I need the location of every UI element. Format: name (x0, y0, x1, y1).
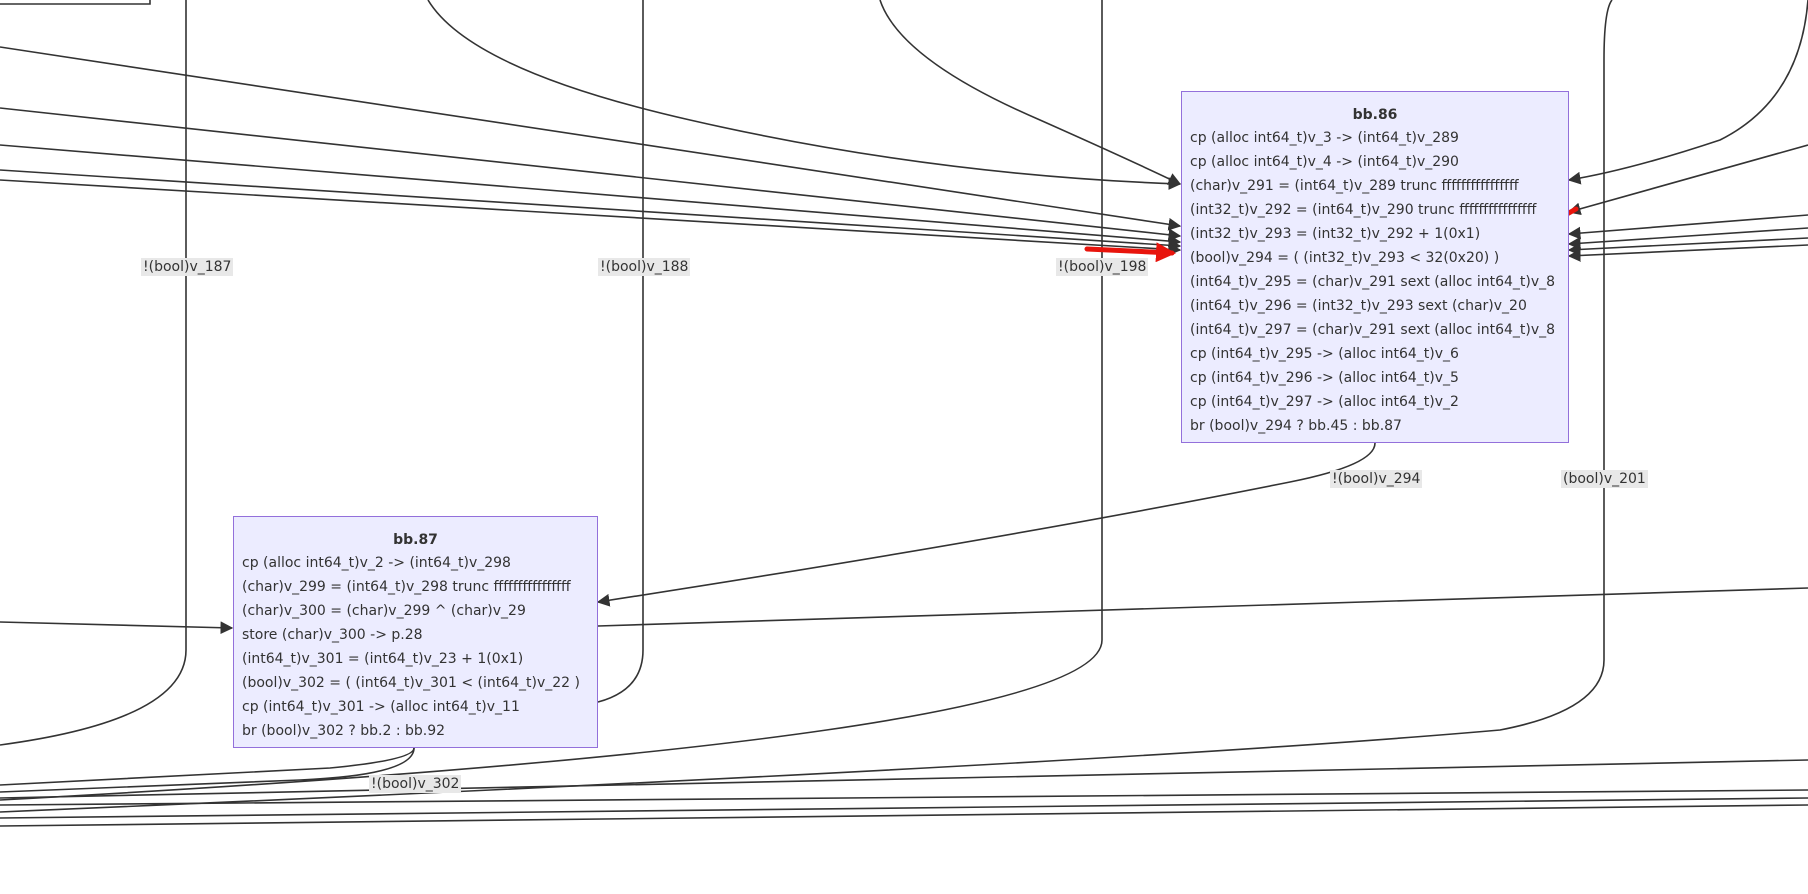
edge-bottom-1 (0, 759, 1808, 799)
node-line: br (bool)v_302 ? bb.2 : bb.92 (242, 723, 446, 739)
edge-left-5 (0, 179, 1182, 256)
edge-right-1 (1567, 144, 1808, 216)
annotation-arrow-left (1084, 242, 1176, 263)
node-line: (bool)v_302 = ( (int64_t)v_301 < (int64_… (242, 675, 580, 691)
node-line: store (char)v_300 -> p.28 (242, 627, 423, 643)
edge-bb87-right (597, 587, 1808, 627)
node-line: cp (alloc int64_t)v_4 -> (int64_t)v_290 (1190, 154, 1459, 170)
edge-v198 (0, 0, 1103, 801)
edge-top-curve-1 (427, 0, 1182, 190)
node-line: (int64_t)v_296 = (int32_t)v_293 sext (ch… (1190, 298, 1527, 314)
edge-left-4 (0, 169, 1182, 252)
node-line: (char)v_300 = (char)v_299 ^ (char)v_29 (242, 603, 526, 619)
node-line: cp (alloc int64_t)v_2 -> (int64_t)v_298 (242, 555, 511, 571)
edge-bottom-3 (0, 797, 1808, 819)
edge-bottom-4 (0, 804, 1808, 827)
edge-left-2 (0, 107, 1182, 242)
edge-right-4 (1567, 237, 1808, 256)
node-line: (int64_t)v_301 = (int64_t)v_23 + 1(0x1) (242, 651, 524, 667)
edge-label-v188: !(bool)v_188 (598, 258, 691, 276)
node-line: (char)v_299 = (int64_t)v_298 trunc fffff… (242, 579, 571, 595)
edge-label-v187: !(bool)v_187 (141, 258, 234, 276)
node-line: br (bool)v_294 ? bb.45 : bb.87 (1190, 418, 1402, 434)
node-line: (int32_t)v_292 = (int64_t)v_290 trunc ff… (1190, 202, 1537, 218)
node-line: (int64_t)v_295 = (char)v_291 sext (alloc… (1190, 274, 1556, 290)
edge-label-v198: !(bool)v_198 (1056, 258, 1149, 276)
edge-v188 (597, 0, 644, 703)
edge-bb87-bottom-1 (0, 747, 415, 786)
edge-label-v302: !(bool)v_302 (369, 775, 462, 793)
node-title: bb.87 (393, 532, 438, 548)
edge-right-2 (1567, 214, 1808, 240)
edge-v201 (0, 0, 1613, 813)
node-line: (int32_t)v_293 = (int32_t)v_292 + 1(0x1) (1190, 226, 1481, 242)
edge-label-v201: (bool)v_201 (1561, 470, 1648, 488)
node-line: cp (int64_t)v_296 -> (alloc int64_t)v_5 (1190, 370, 1459, 386)
partial-node-top-left (0, 0, 151, 5)
node-bb87[interactable]: bb.87 cp (alloc int64_t)v_2 -> (int64_t)… (233, 516, 598, 748)
edge-right-curve (1567, 0, 1808, 185)
edge-left-3 (0, 144, 1182, 248)
edge-bb86-to-bb87 (596, 442, 1376, 607)
edge-bottom-2 (0, 789, 1808, 806)
edge-right-3 (1567, 227, 1808, 250)
edge-label-v294: !(bool)v_294 (1330, 470, 1423, 488)
node-line: cp (alloc int64_t)v_3 -> (int64_t)v_289 (1190, 130, 1459, 146)
node-bb86[interactable]: bb.86 cp (alloc int64_t)v_3 -> (int64_t)… (1181, 91, 1569, 443)
edge-left-into-bb87 (0, 621, 234, 635)
node-line: (bool)v_294 = ( (int32_t)v_293 < 32(0x20… (1190, 250, 1500, 266)
edge-top-curve-2 (879, 0, 1182, 185)
node-line: (char)v_291 = (int64_t)v_289 trunc fffff… (1190, 178, 1519, 194)
edge-bb87-bottom-2 (0, 747, 415, 793)
edge-v187 (0, 0, 187, 746)
edge-right-5 (1567, 244, 1808, 262)
node-line: cp (int64_t)v_297 -> (alloc int64_t)v_2 (1190, 394, 1459, 410)
node-line: cp (int64_t)v_301 -> (alloc int64_t)v_11 (242, 699, 520, 715)
node-line: (int64_t)v_297 = (char)v_291 sext (alloc… (1190, 322, 1556, 338)
node-title: bb.86 (1352, 107, 1398, 123)
edge-left-1 (0, 46, 1182, 231)
node-line: cp (int64_t)v_295 -> (alloc int64_t)v_6 (1190, 346, 1459, 362)
